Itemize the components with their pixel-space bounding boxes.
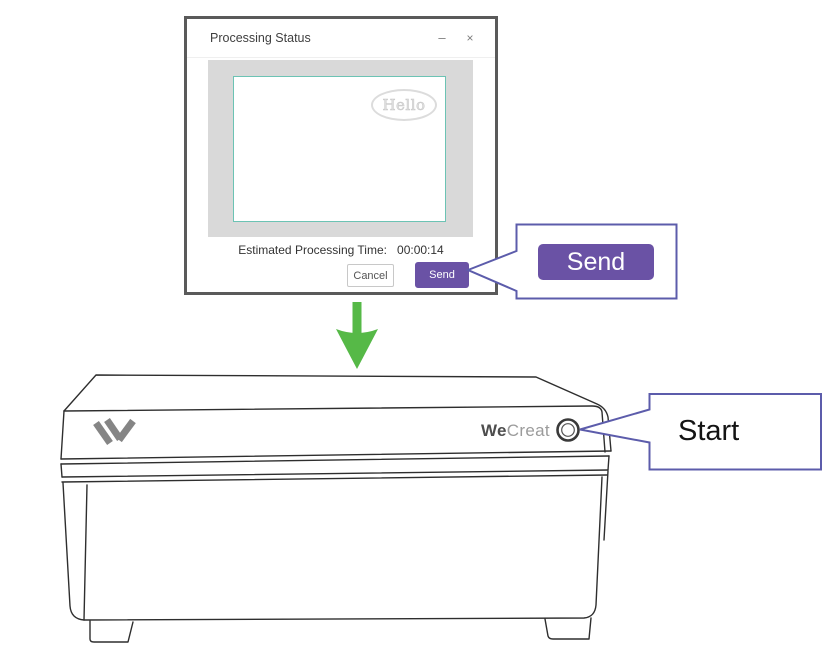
dialog-title: Processing Status [210,31,311,45]
wecreat-logo-icon [93,418,136,446]
machine-outline [60,374,612,643]
brand-text-creat: Creat [506,421,550,440]
close-icon[interactable]: × [457,19,483,57]
minimize-icon[interactable]: – [429,19,455,57]
estimated-time-label: Estimated Processing Time: [238,243,387,257]
estimated-time-value: 00:00:14 [397,243,444,257]
wecreat-brand-text: WeCreat [481,421,550,441]
processing-status-dialog: Processing Status – × Hello Estimated Pr… [184,16,498,295]
start-callout-label: Start [678,415,740,447]
dialog-titlebar: Processing Status – × [187,19,495,58]
estimated-time-row: Estimated Processing Time: 00:00:14 [187,243,495,257]
hello-design-preview: Hello [371,89,437,121]
brand-text-we: We [481,421,507,440]
preview-workspace: Hello [208,60,473,237]
preview-canvas: Hello [233,76,446,222]
machine-start-button-icon [556,418,580,442]
send-button[interactable]: Send [415,262,469,288]
down-arrow-icon [336,302,378,369]
send-callout-label: Send [538,244,654,280]
cancel-button[interactable]: Cancel [347,264,394,287]
